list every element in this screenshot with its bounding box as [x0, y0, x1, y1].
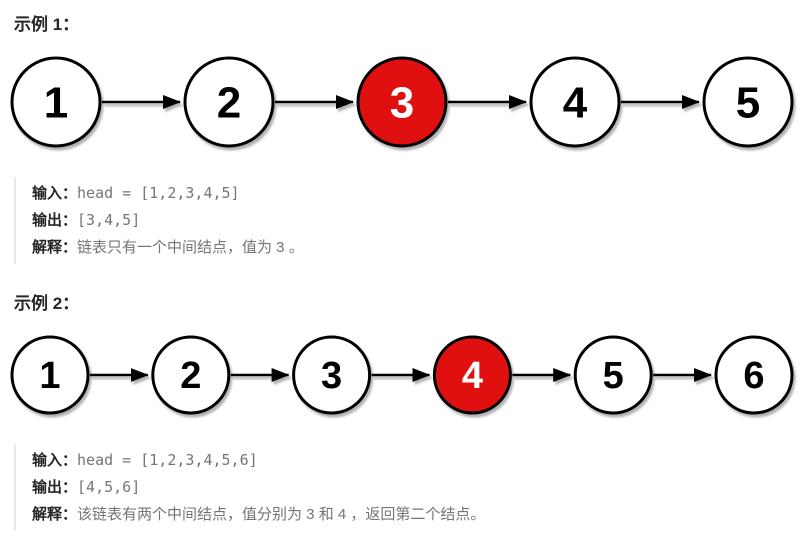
list-node — [183, 56, 275, 148]
io-label: 输出： — [32, 479, 78, 496]
node-value: 5 — [736, 79, 760, 128]
node-value: 3 — [390, 79, 414, 128]
io-value: [4,5,6] — [77, 478, 141, 496]
io-value: head = [1,2,3,4,5] — [77, 184, 240, 202]
list-node-highlighted — [356, 56, 448, 148]
list-node — [714, 335, 794, 415]
node-value: 1 — [44, 79, 68, 128]
io-line: 解释：链表只有一个中间结点，值为 3 。 — [32, 234, 790, 261]
io-label: 输入： — [32, 452, 78, 469]
node-value: 2 — [180, 355, 201, 397]
example-2-io-block: 输入：head = [1,2,3,4,5,6]输出：[4,5,6]解释：该链表有… — [14, 444, 790, 531]
io-value: 该链表有两个中间结点，值分别为 3 和 4 ，返回第二个结点。 — [77, 506, 486, 523]
list-node — [10, 335, 90, 415]
io-label: 输出： — [32, 212, 78, 229]
io-label: 解释： — [32, 239, 78, 256]
io-value: head = [1,2,3,4,5,6] — [77, 451, 258, 469]
node-value: 1 — [39, 355, 60, 397]
list-node-highlighted — [432, 335, 512, 415]
node-value: 5 — [603, 355, 624, 397]
node-value: 6 — [743, 355, 764, 397]
list-node — [702, 56, 794, 148]
node-value: 4 — [462, 355, 483, 397]
node-value: 3 — [321, 355, 342, 397]
example-2-heading: 示例 2： — [14, 294, 80, 313]
io-line: 解释：该链表有两个中间结点，值分别为 3 和 4 ，返回第二个结点。 — [32, 501, 790, 528]
io-value: [3,4,5] — [77, 211, 141, 229]
example-1-io-block: 输入：head = [1,2,3,4,5]输出：[3,4,5]解释：链表只有一个… — [14, 177, 790, 264]
io-label: 解释： — [32, 506, 78, 523]
io-label: 输入： — [32, 185, 78, 202]
list-node — [529, 56, 621, 148]
io-line: 输入：head = [1,2,3,4,5] — [32, 180, 790, 207]
io-line: 输出：[3,4,5] — [32, 207, 790, 234]
io-line: 输出：[4,5,6] — [32, 474, 790, 501]
node-value: 2 — [217, 79, 241, 128]
list-node — [10, 56, 102, 148]
io-line: 输入：head = [1,2,3,4,5,6] — [32, 447, 790, 474]
io-value: 链表只有一个中间结点，值为 3 。 — [77, 239, 304, 256]
linked-list-diagram-1: 1 2 3 4 5 — [10, 56, 794, 148]
list-node — [292, 335, 372, 415]
node-value: 4 — [563, 79, 588, 128]
linked-list-diagram-2: 1 2 3 4 5 6 — [10, 335, 794, 415]
list-node — [573, 335, 653, 415]
list-node — [151, 335, 231, 415]
example-1-heading: 示例 1： — [14, 15, 80, 34]
